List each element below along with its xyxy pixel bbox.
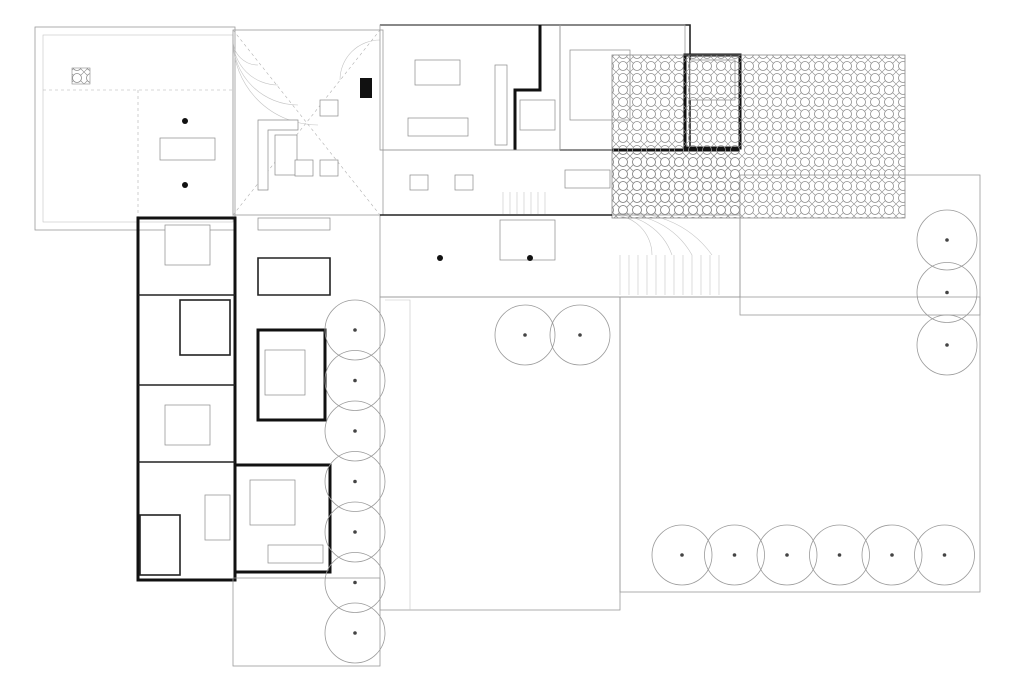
tree-canopy (651, 524, 713, 586)
tree-canopy (324, 451, 386, 512)
tree-canopy (324, 552, 386, 613)
sofa (267, 544, 324, 564)
trees (324, 209, 978, 664)
middle-bedroom-wing (232, 257, 381, 667)
tree-canopy (916, 262, 978, 323)
bed (164, 224, 211, 266)
tree-trunk (353, 530, 357, 534)
dining-table (407, 117, 469, 137)
bed (249, 479, 296, 526)
tree-canopy (916, 314, 978, 376)
living-room (232, 29, 384, 231)
fireplace (360, 78, 372, 98)
tree-canopy (549, 304, 611, 366)
tree-trunk (353, 328, 357, 332)
outdoor-dining-table (159, 137, 216, 161)
northwest-terrace (34, 26, 236, 231)
tree-trunk (945, 238, 949, 242)
tree-trunk (785, 553, 789, 557)
tree-canopy (324, 299, 386, 361)
tree-trunk (353, 580, 357, 585)
tree-canopy (914, 524, 975, 586)
bed (264, 349, 306, 396)
tree-canopy (324, 501, 386, 563)
spa (499, 219, 556, 261)
column-icon (182, 118, 188, 124)
kitchen-island (414, 59, 461, 86)
tree-canopy (809, 524, 870, 586)
tree-trunk (578, 333, 582, 337)
tree-trunk (353, 378, 357, 383)
tree-trunk (945, 343, 949, 347)
tree-canopy (861, 524, 923, 586)
bed (164, 404, 211, 446)
tree-trunk (353, 429, 357, 433)
sofa (257, 119, 299, 191)
tree-trunk (353, 479, 357, 484)
tree-canopy (916, 209, 978, 271)
tree-trunk (353, 631, 357, 635)
tree-trunk (523, 333, 527, 337)
stairs (502, 192, 720, 295)
west-bedroom-wing (136, 216, 237, 582)
tree-trunk (890, 553, 894, 557)
tree-canopy (324, 350, 386, 411)
planter-icon (71, 67, 91, 85)
tree-canopy (756, 524, 818, 586)
column-icon (182, 182, 188, 188)
tree-trunk (837, 553, 842, 557)
tree-trunk (945, 290, 949, 295)
tree-trunk (942, 553, 947, 557)
tree-canopy (704, 524, 765, 586)
tree-trunk (732, 553, 737, 557)
bench (257, 217, 331, 231)
tree-canopy (324, 400, 386, 462)
tree-canopy (324, 602, 386, 664)
deck (232, 577, 381, 667)
coffee-table (274, 134, 298, 176)
tree-trunk (680, 553, 684, 557)
tree-canopy (494, 304, 556, 366)
courtyard (379, 174, 981, 611)
